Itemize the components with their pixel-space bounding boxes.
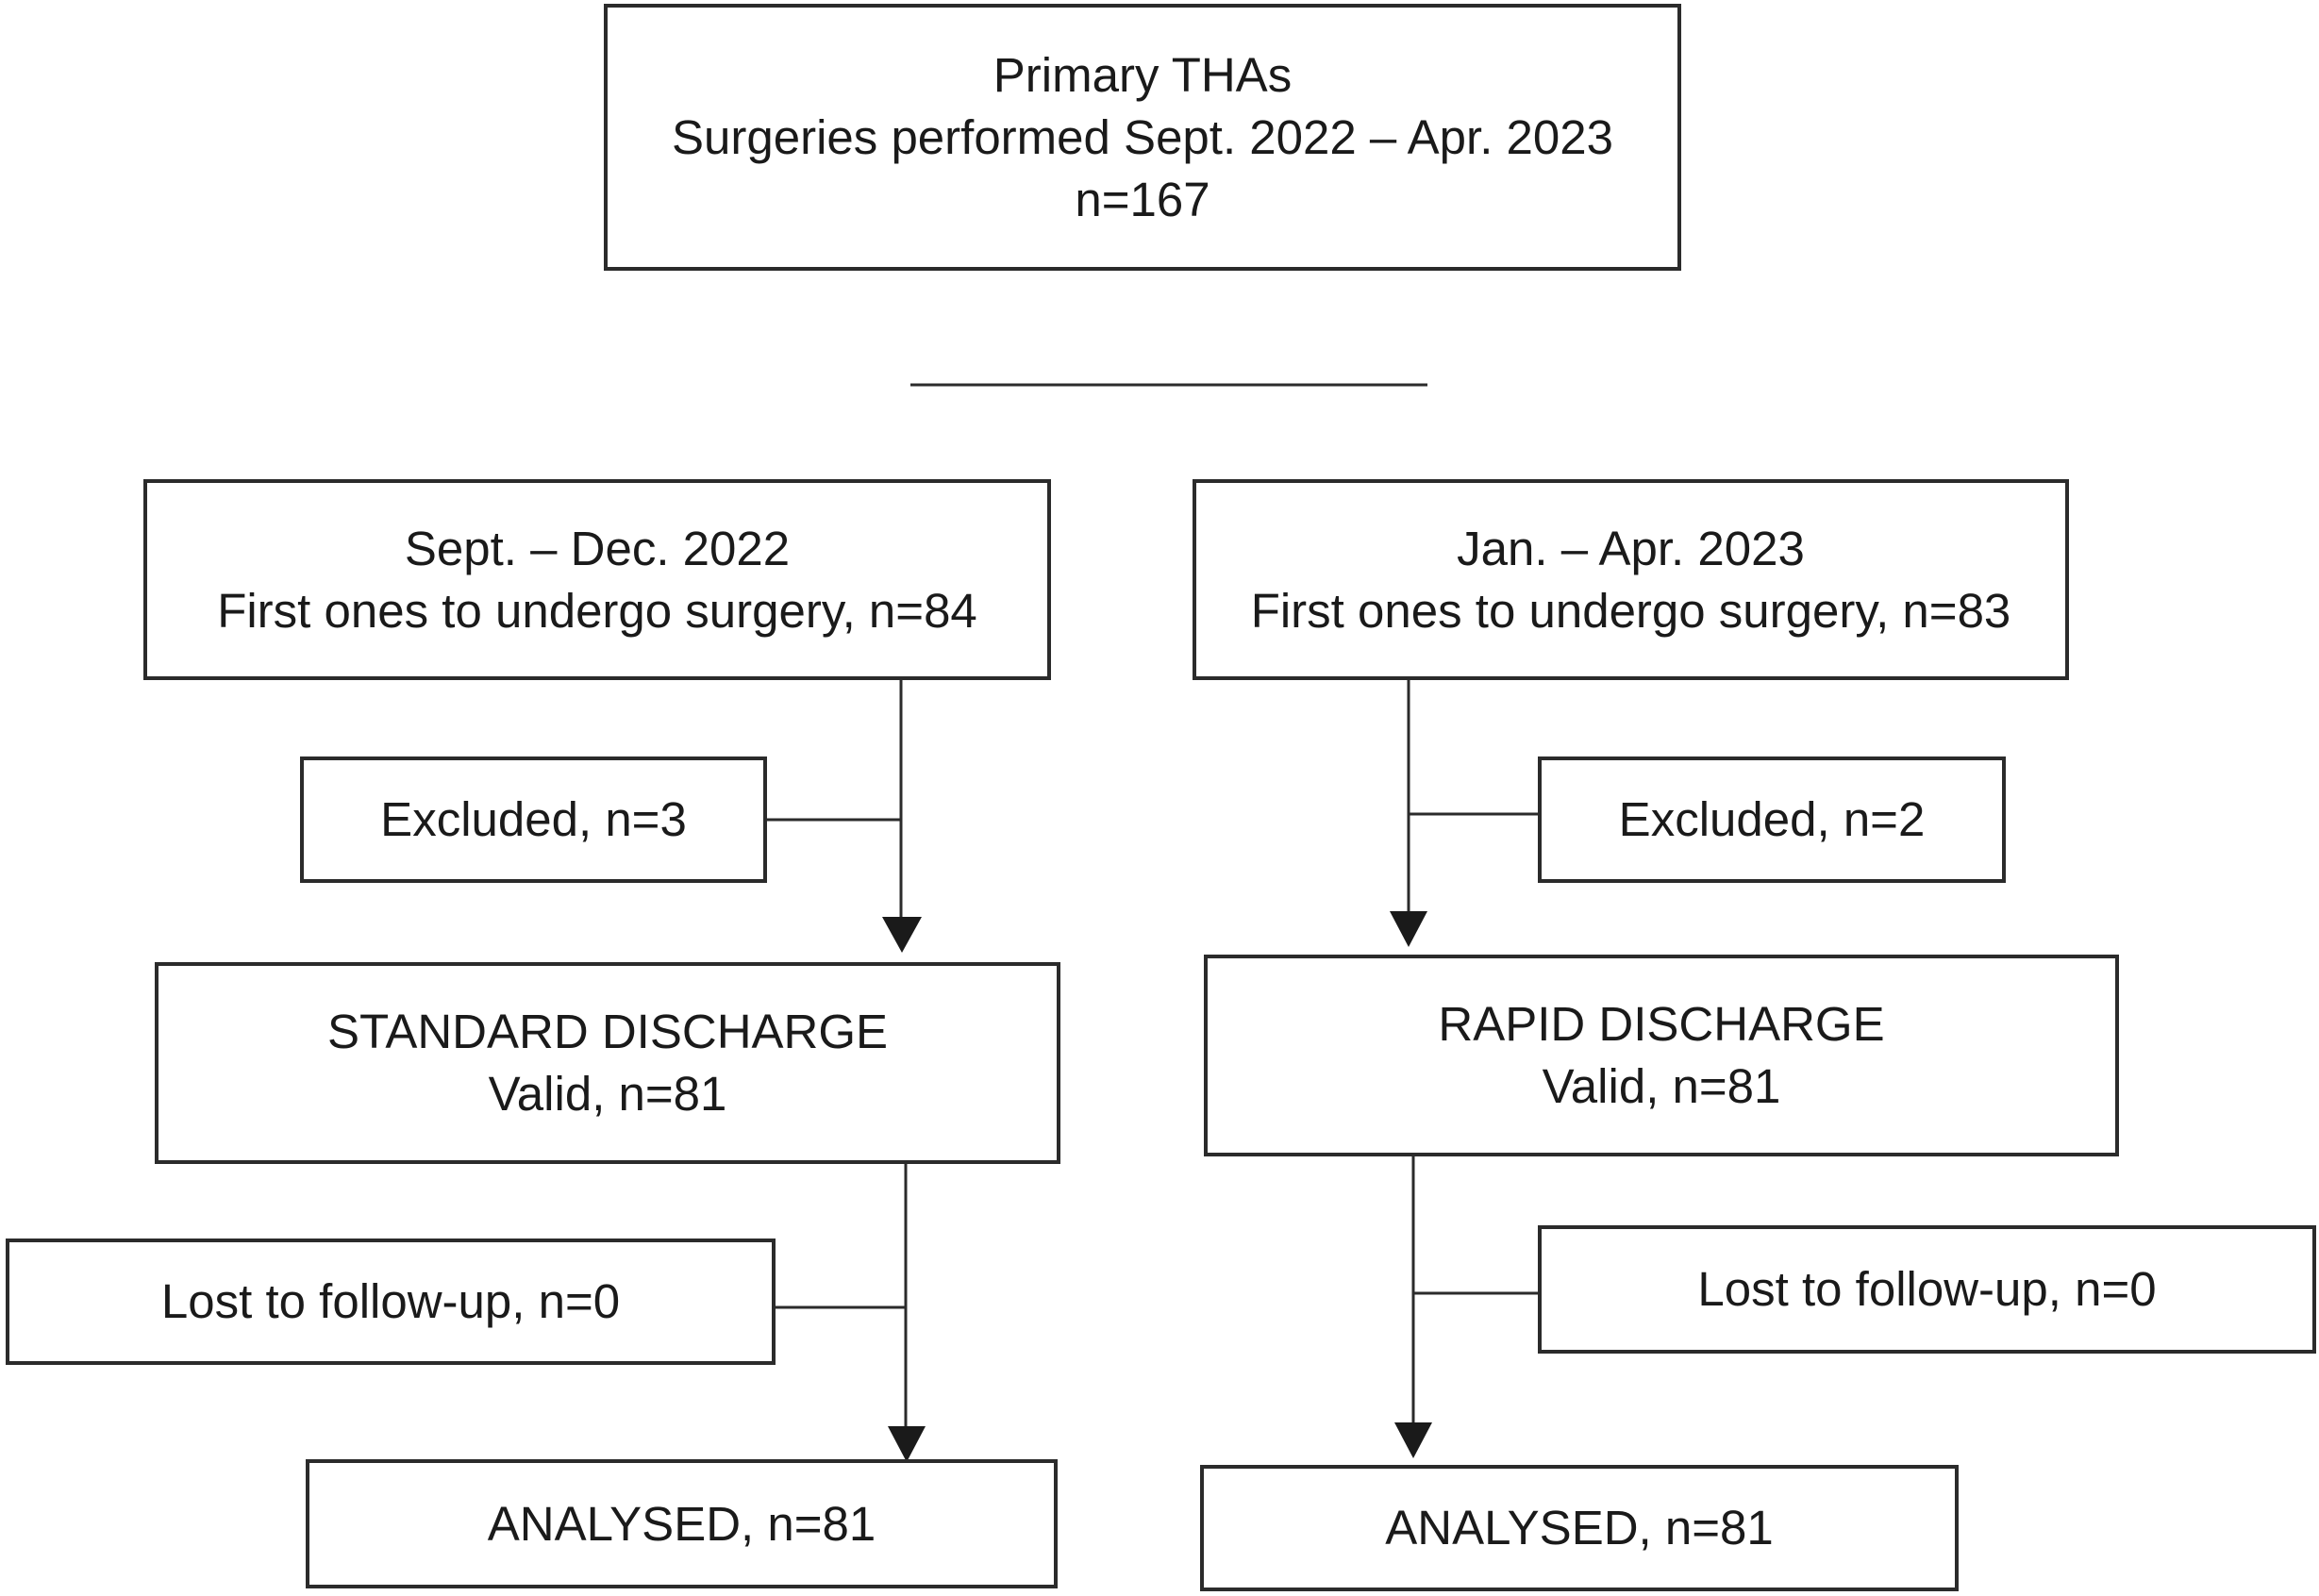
right-excluded: Excluded, n=2 xyxy=(1618,792,1926,846)
right-analysed-box: ANALYSED, n=81 xyxy=(1200,1465,1959,1591)
left-cohort-count: First ones to undergo surgery, n=84 xyxy=(217,583,977,638)
top-box-line-1: Primary THAs xyxy=(993,47,1293,102)
right-arrowhead-1 xyxy=(1390,911,1427,947)
standard-discharge-label: STANDARD DISCHARGE xyxy=(326,1005,889,1058)
left-cohort-box: Sept. – Dec. 2022 First ones to undergo … xyxy=(143,479,1051,680)
right-period: Jan. – Apr. 2023 xyxy=(1457,521,1805,575)
left-analysed: ANALYSED, n=81 xyxy=(487,1496,876,1551)
standard-discharge-valid: Valid, n=81 xyxy=(488,1067,727,1121)
rapid-discharge-valid: Valid, n=81 xyxy=(1542,1059,1781,1113)
left-arrowhead-2 xyxy=(888,1426,926,1462)
left-period: Sept. – Dec. 2022 xyxy=(404,521,791,575)
right-excluded-box: Excluded, n=2 xyxy=(1538,756,2006,883)
left-lost: Lost to follow-up, n=0 xyxy=(160,1274,621,1328)
rapid-discharge-box: RAPID DISCHARGE Valid, n=81 xyxy=(1204,955,2119,1156)
top-box: Primary THAs Surgeries performed Sept. 2… xyxy=(604,4,1681,271)
left-arrowhead-1 xyxy=(882,917,922,953)
right-lost-box: Lost to follow-up, n=0 xyxy=(1538,1225,2316,1354)
top-box-line-2: Surgeries performed Sept. 2022 – Apr. 20… xyxy=(672,109,1613,164)
standard-discharge-box: STANDARD DISCHARGE Valid, n=81 xyxy=(155,962,1060,1164)
right-cohort-box: Jan. – Apr. 2023 First ones to undergo s… xyxy=(1193,479,2069,680)
left-excluded: Excluded, n=3 xyxy=(380,792,687,846)
right-cohort-count: First ones to undergo surgery, n=83 xyxy=(1250,583,2011,638)
right-arrowhead-2 xyxy=(1394,1422,1432,1458)
left-analysed-box: ANALYSED, n=81 xyxy=(306,1459,1058,1588)
left-lost-box: Lost to follow-up, n=0 xyxy=(6,1239,776,1365)
right-analysed: ANALYSED, n=81 xyxy=(1385,1501,1774,1554)
rapid-discharge-label: RAPID DISCHARGE xyxy=(1438,997,1885,1051)
top-box-line-3: n=167 xyxy=(1075,172,1210,226)
left-excluded-box: Excluded, n=3 xyxy=(300,756,767,883)
right-lost: Lost to follow-up, n=0 xyxy=(1697,1262,2157,1316)
